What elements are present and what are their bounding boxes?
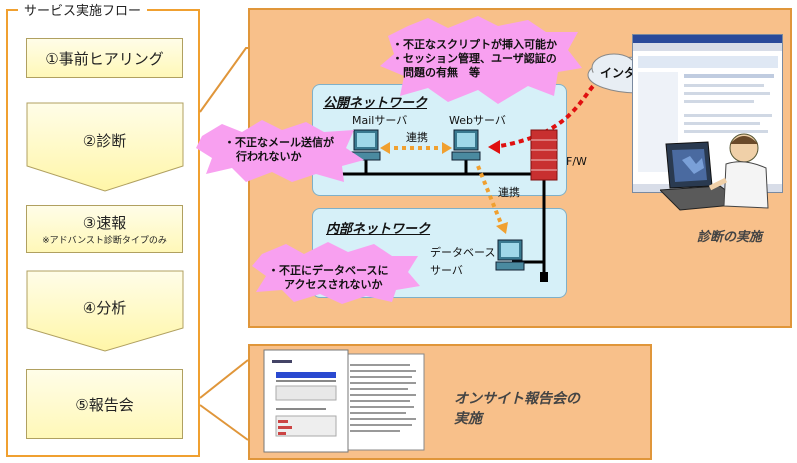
analyst-with-laptop-illustration — [660, 133, 769, 211]
step-hearing: ①事前ヒアリング — [26, 38, 183, 78]
burst-db-shape — [252, 242, 420, 304]
step-diagnosis: ②診断 — [26, 120, 183, 160]
burst-top-text-3: 問題の有無 等 — [403, 66, 480, 79]
report-caption-1: オンサイト報告会の — [454, 391, 580, 407]
step-quick-report: ③速報 ※アドバンスト診断タイプのみ — [26, 205, 183, 253]
internal-network-title: 内部ネットワーク — [326, 222, 431, 237]
firewall-label: F/W — [566, 155, 587, 168]
web-server-icon — [451, 129, 481, 161]
step-quick-report-label: ③速報 — [82, 214, 127, 232]
db-server-label-2: サーバ — [430, 264, 463, 277]
burst-top-text-1: ・不正なスクリプトが挿入可能か — [392, 38, 557, 51]
step-diagnosis-shape — [26, 102, 184, 192]
link-label-web-db: 連携 — [498, 186, 520, 199]
step-analysis-label: ④分析 — [82, 298, 127, 317]
diagnosis-caption: 診断の実施 — [697, 230, 763, 245]
step-analysis: ④分析 — [26, 288, 183, 326]
burst-top-shape — [380, 16, 582, 104]
burst-db-text-1: ・不正にデータベースに — [268, 264, 389, 277]
db-server-icon — [495, 239, 525, 271]
mail-server-icon — [351, 129, 381, 161]
step-report-meeting-label: ⑤報告会 — [75, 395, 134, 414]
public-network-title: 公開ネットワーク — [323, 96, 428, 111]
service-flow-title: サービス実施フロー — [18, 0, 148, 19]
burst-db-text-2: アクセスされないか — [284, 278, 383, 291]
burst-mail-text-2: 行われないか — [236, 150, 302, 163]
step-quick-report-note: ※アドバンスト診断タイプのみ — [42, 236, 167, 246]
web-server-label: Webサーバ — [449, 114, 506, 127]
link-label-mail-web: 連携 — [406, 131, 428, 144]
report-caption-2: 実施 — [454, 411, 482, 427]
burst-mail-text-1: ・不正なメール送信が — [224, 136, 334, 149]
db-server-label-1: データベース — [430, 246, 496, 259]
burst-mail-shape — [196, 120, 364, 182]
burst-top-text-2: ・セッション管理、ユーザ認証の — [392, 52, 557, 65]
report-documents-illustration — [263, 349, 425, 453]
step-hearing-label: ①事前ヒアリング — [45, 49, 164, 68]
step-report-meeting: ⑤報告会 — [26, 369, 183, 439]
mail-server-label: Mailサーバ — [352, 114, 408, 127]
step-diagnosis-label: ②診断 — [82, 131, 127, 150]
step-analysis-shape — [26, 270, 184, 352]
